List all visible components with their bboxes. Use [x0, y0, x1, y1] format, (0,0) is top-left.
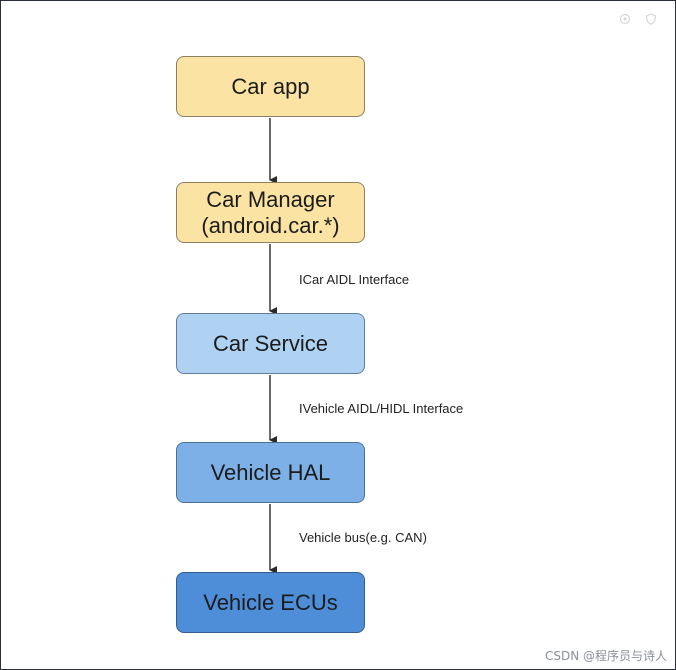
- settings-icon[interactable]: [619, 13, 631, 25]
- edge-label-icar-aidl: ICar AIDL Interface: [299, 272, 410, 287]
- node-car-manager-label: Car Manager: [206, 186, 335, 212]
- node-car-app-label: Car app: [231, 73, 310, 99]
- edge-label-vehicle-bus: Vehicle bus(e.g. CAN): [299, 530, 427, 545]
- shield-icon[interactable]: [645, 13, 657, 25]
- node-vehicle-ecus: Vehicle ECUs: [176, 572, 365, 633]
- top-icons: [619, 13, 657, 25]
- node-car-service: Car Service: [176, 313, 365, 374]
- node-car-manager-sublabel: (android.car.*): [201, 212, 340, 238]
- edge-label-ivehicle-aidl-hidl: IVehicle AIDL/HIDL Interface: [299, 401, 464, 416]
- node-vehicle-ecus-label: Vehicle ECUs: [203, 589, 338, 615]
- node-car-manager: Car Manager (android.car.*): [176, 182, 365, 243]
- node-car-service-label: Car Service: [213, 330, 328, 356]
- node-vehicle-hal-label: Vehicle HAL: [210, 459, 331, 485]
- node-car-app: Car app: [176, 56, 365, 117]
- watermark: CSDN @程序员与诗人: [544, 649, 667, 663]
- node-vehicle-hal: Vehicle HAL: [176, 442, 365, 503]
